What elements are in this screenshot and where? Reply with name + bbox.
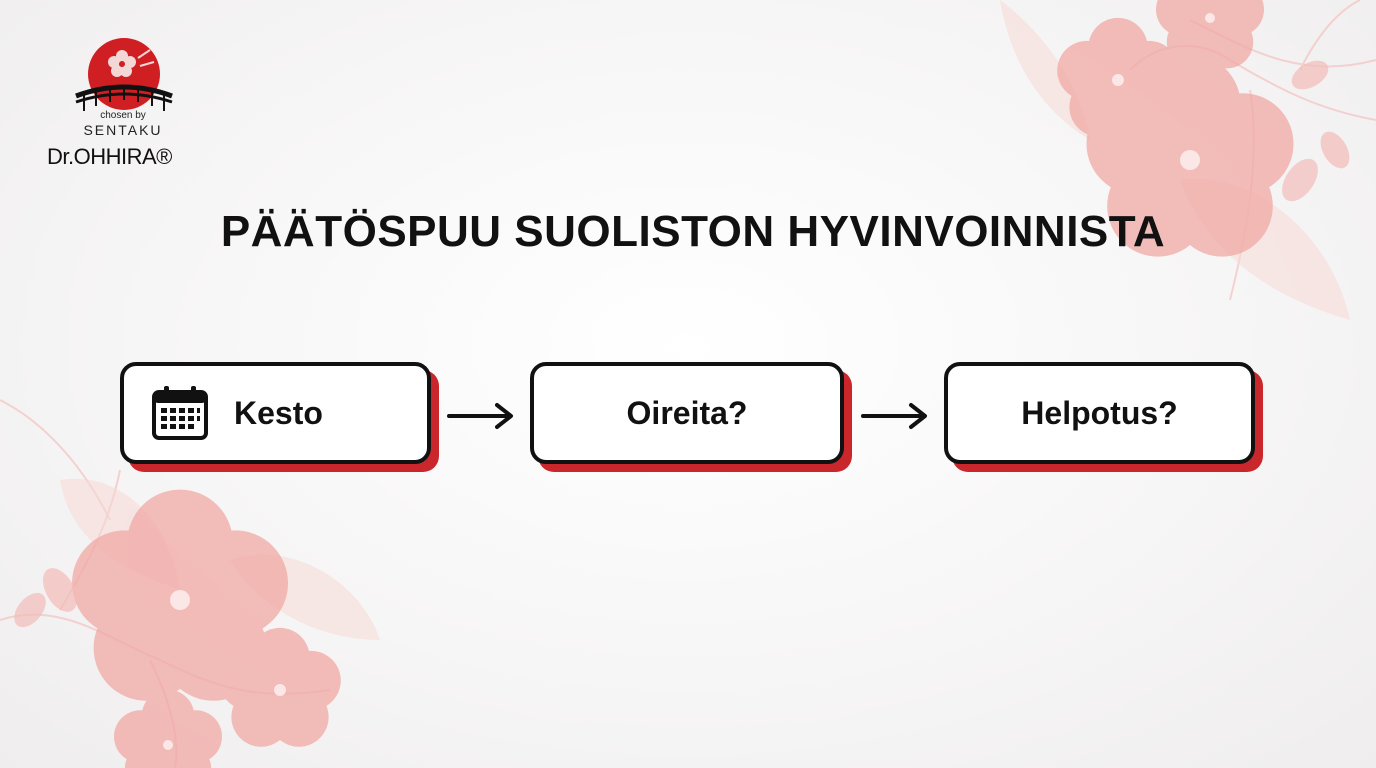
step-label-oireita: Oireita? [626, 394, 748, 431]
step-label-kesto: Kesto [234, 394, 323, 431]
step-label-helpotus: Helpotus? [1021, 394, 1178, 431]
arrow-right-icon [447, 403, 513, 429]
logo-brand-name: Dr.OHHIRA® [47, 144, 172, 169]
page-title: PÄÄTÖSPUU SUOLISTON HYVINVOINNISTA [220, 207, 1166, 256]
logo-chosen-by: chosen by [100, 110, 146, 121]
brand-logo: chosen by SENTAKU Dr.OHHIRA® [40, 30, 210, 175]
logo-sentaku: SENTAKU [83, 122, 163, 138]
calendar-icon [152, 386, 208, 440]
step-box-helpotus: Helpotus? [944, 362, 1255, 464]
arrow-right-icon [861, 403, 927, 429]
step-box-oireita: Oireita? [530, 362, 844, 464]
step-box-kesto: Kesto [120, 362, 431, 464]
rising-sun-bridge-icon [75, 38, 173, 111]
